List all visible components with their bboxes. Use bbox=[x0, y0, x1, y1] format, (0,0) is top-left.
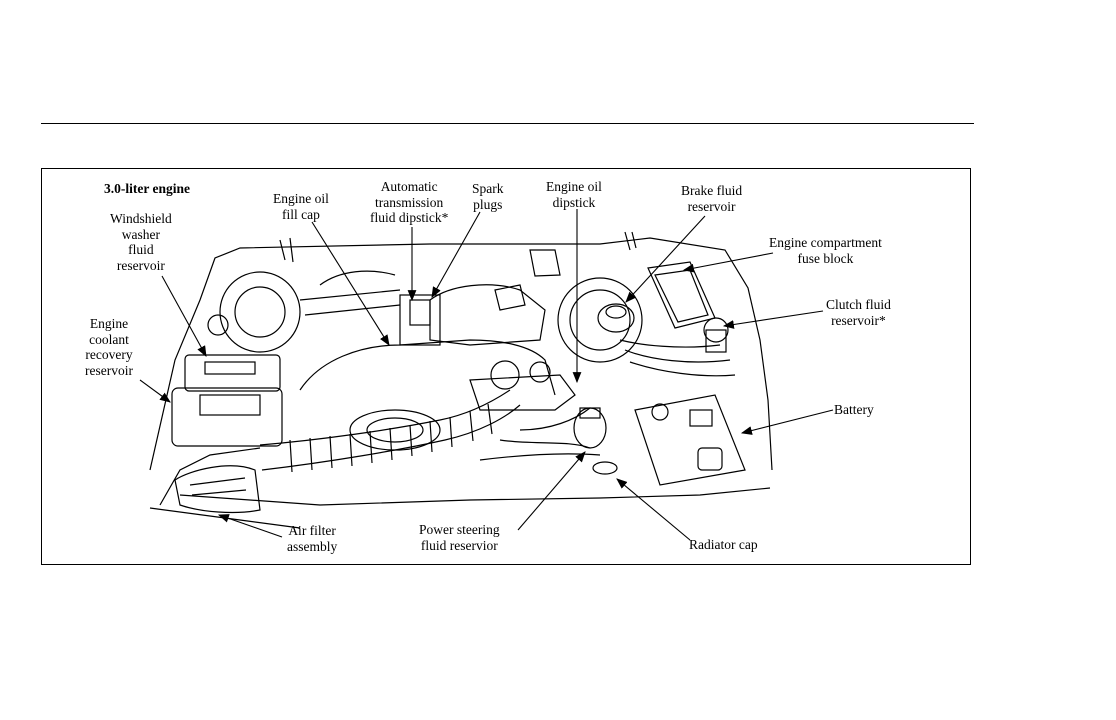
label-radiator-cap: Radiator cap bbox=[689, 537, 758, 552]
leader-power-steering bbox=[517, 451, 586, 531]
leader-windshield-washer bbox=[161, 275, 207, 357]
leader-radiator-cap bbox=[616, 478, 691, 541]
callout-leaders bbox=[139, 209, 834, 541]
figure-title: 3.0-liter engine bbox=[104, 181, 190, 196]
leader-spark-plugs bbox=[431, 211, 481, 298]
figure-frame bbox=[41, 168, 971, 565]
leader-brake-fluid bbox=[625, 215, 706, 303]
leader-coolant-recovery bbox=[139, 379, 171, 403]
label-battery: Battery bbox=[834, 402, 874, 417]
header-rule bbox=[41, 123, 974, 124]
leader-fuse-block bbox=[682, 252, 774, 273]
leader-oil-fill-cap bbox=[311, 221, 390, 346]
engine-bay-drawing bbox=[149, 231, 773, 529]
leader-clutch-fluid bbox=[722, 310, 824, 329]
leader-air-filter bbox=[217, 514, 283, 538]
leader-battery bbox=[740, 409, 834, 435]
